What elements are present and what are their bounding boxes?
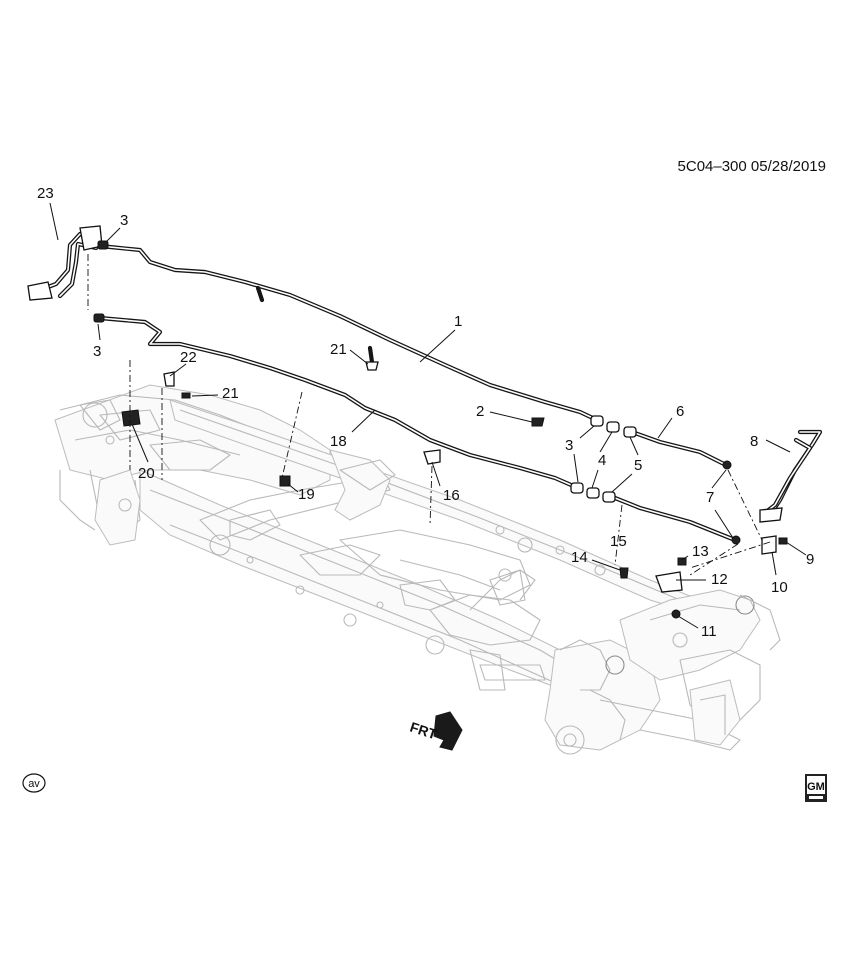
bolt-9	[778, 537, 788, 545]
callout-14: 14	[571, 549, 588, 566]
clip-14	[619, 567, 629, 579]
callout-1: 1	[454, 313, 462, 330]
bolt-21	[181, 392, 191, 399]
callout-19: 19	[298, 486, 315, 503]
fitting-4-lower	[586, 487, 600, 499]
front-label: FRT	[408, 719, 439, 743]
callout-3-lower-left: 3	[93, 343, 101, 360]
brake-pipe-assemblies	[37, 231, 823, 543]
callout-8: 8	[750, 433, 758, 450]
junction-block-10	[761, 535, 777, 555]
callout-9: 9	[806, 551, 814, 568]
junction-20	[121, 409, 141, 427]
svg-text:GM: GM	[807, 781, 825, 793]
callout-17: 21	[330, 341, 347, 358]
callout-18: 18	[330, 433, 347, 450]
callout-23: 23	[37, 185, 54, 202]
fitting-5-lower	[602, 491, 616, 503]
fitting-4-upper	[606, 421, 620, 433]
callout-12: 12	[711, 571, 728, 588]
leader-lines	[49, 202, 807, 629]
callout-labels: 23 3 3 1 21 22 21 2 18 3 4 5 6 8 20 16 1…	[37, 185, 814, 640]
brake-pipe-15	[607, 493, 738, 543]
fitting-5-upper	[623, 426, 637, 438]
fitting-3-lower	[93, 313, 105, 323]
hose-bracket-8	[759, 507, 783, 523]
gm-logo: GM	[805, 774, 827, 802]
callout-7: 7	[706, 489, 714, 506]
callout-21: 21	[222, 385, 239, 402]
bracket-12	[655, 571, 683, 593]
front-direction-indicator: FRT	[408, 711, 463, 751]
callout-22: 22	[180, 349, 197, 366]
callout-11: 11	[701, 623, 717, 640]
clip-17	[365, 361, 379, 371]
callout-4: 4	[598, 452, 606, 469]
callout-20: 20	[138, 465, 155, 482]
callout-6: 6	[676, 403, 684, 420]
clip-2	[531, 417, 545, 427]
callout-2: 2	[476, 403, 484, 420]
callout-5: 5	[634, 457, 642, 474]
components	[27, 225, 788, 619]
fitting-3-upper	[97, 240, 109, 250]
callout-3-mid: 3	[565, 437, 573, 454]
brake-hose-8b	[759, 437, 813, 518]
callout-13: 13	[692, 543, 709, 560]
callout-16: 16	[443, 487, 460, 504]
fitting-3-mid	[590, 415, 604, 427]
diagram-reference: 5C04–300 05/28/2019	[678, 158, 826, 175]
av-badge: av	[22, 773, 46, 793]
callout-15: 15	[610, 533, 627, 550]
phantom-lines	[87, 254, 771, 576]
callout-3-upper-left: 3	[120, 212, 128, 229]
callout-10: 10	[771, 579, 788, 596]
vehicle-frame	[54, 384, 781, 755]
fitting-7-lower	[731, 535, 741, 545]
clip-16	[423, 449, 441, 465]
fitting-3-low	[570, 482, 584, 494]
fitting-7-upper	[722, 460, 732, 470]
clip-22	[163, 371, 175, 387]
front-arrow-icon	[433, 711, 463, 751]
bolt-13	[677, 557, 687, 566]
svg-text:av: av	[28, 778, 40, 790]
